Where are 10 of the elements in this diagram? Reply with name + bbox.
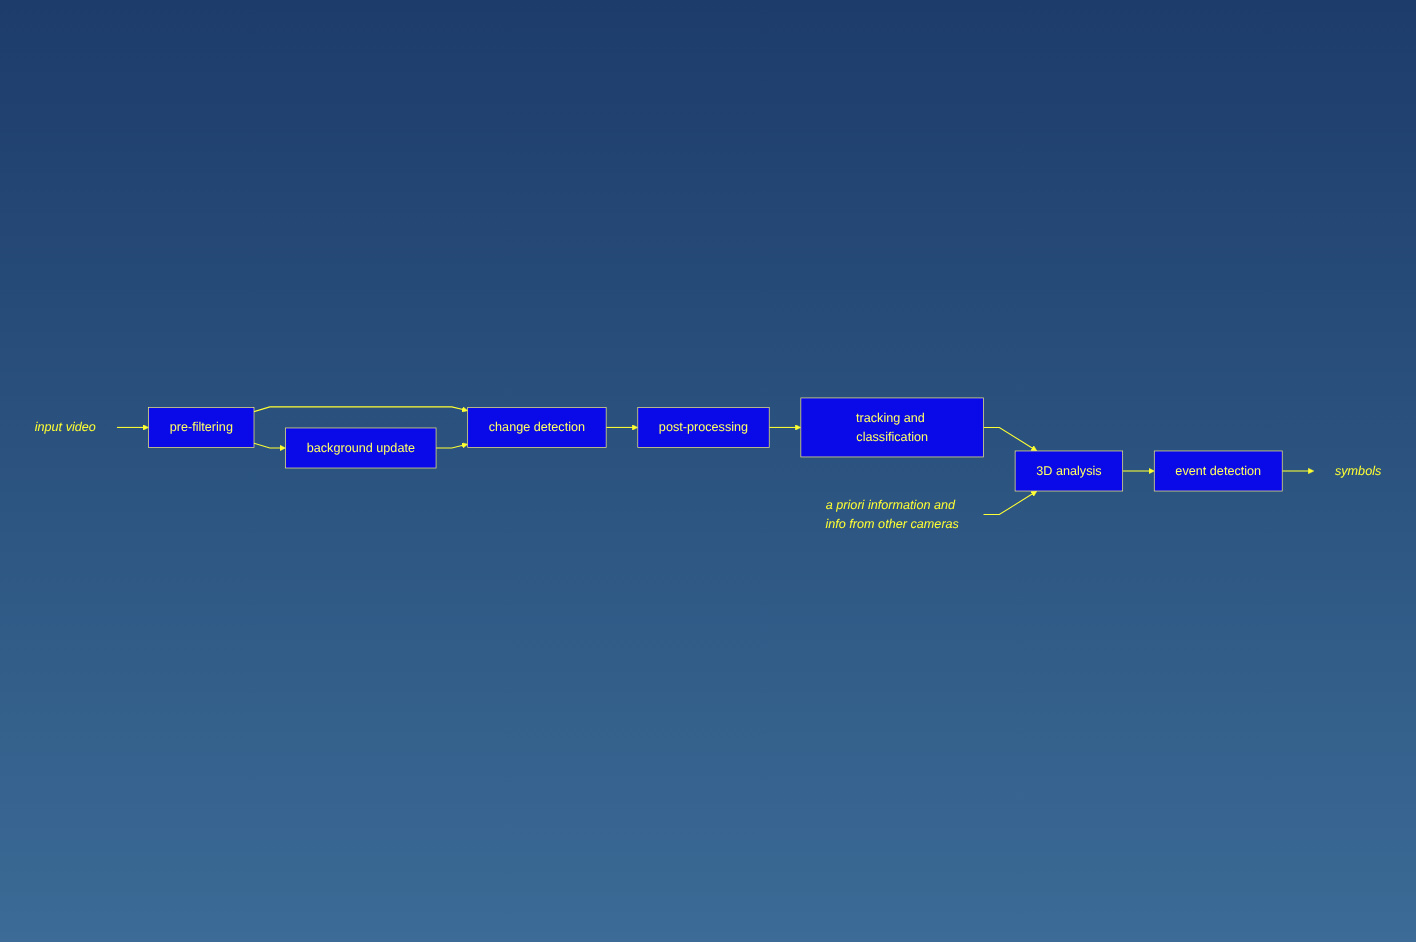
arrow xyxy=(983,490,1038,516)
arrow xyxy=(1122,467,1155,475)
arrow xyxy=(253,406,468,413)
arrow xyxy=(983,426,1038,452)
arrow xyxy=(435,442,468,449)
arrow xyxy=(1281,467,1315,475)
arrow xyxy=(605,424,639,431)
arrow xyxy=(768,424,802,431)
arrow xyxy=(116,424,149,431)
arrow xyxy=(253,442,286,452)
